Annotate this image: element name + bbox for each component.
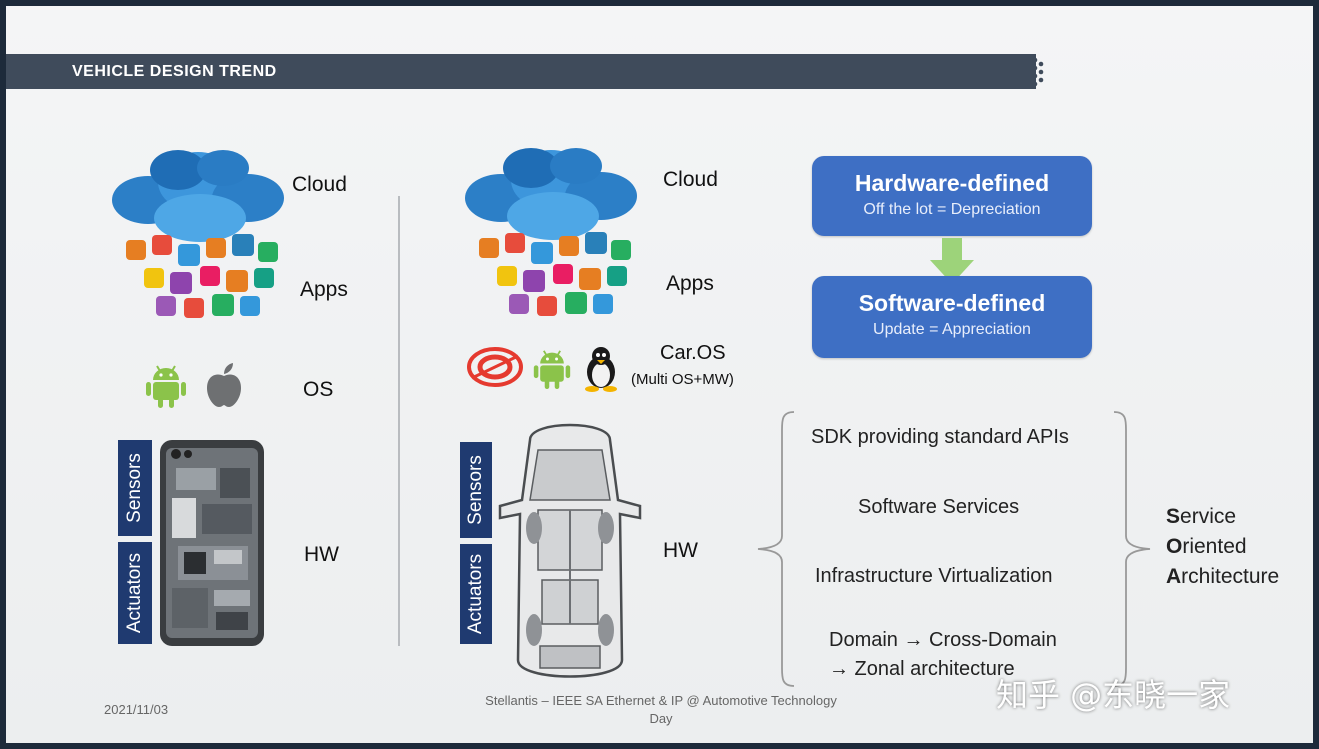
- linux-tux-icon: [585, 347, 617, 392]
- footer-event: Stellantis – IEEE SA Ethernet & IP @ Aut…: [446, 692, 876, 728]
- right-actuators-label: Actuators: [465, 553, 487, 635]
- hardware-defined-subtitle: Off the lot = Depreciation: [863, 201, 1041, 218]
- phone-circuit-image: [160, 440, 264, 646]
- layer-infrastructure-virtualization: Infrastructure Virtualization: [815, 565, 1053, 587]
- cloud-icon: [112, 150, 284, 242]
- title-bar: VEHICLE DESIGN TREND: [6, 54, 1036, 89]
- zhihu-watermark: 知乎 @东晓一家: [996, 676, 1231, 714]
- soa-o-letter: O: [1166, 535, 1183, 558]
- layer-domain-cross-domain: Domain → Cross-Domain: [829, 629, 1057, 651]
- caros-label: Car.OS: [660, 342, 726, 364]
- right-sensors-box: Sensors: [460, 442, 492, 538]
- software-defined-subtitle: Update = Appreciation: [873, 321, 1031, 338]
- app-icons: [126, 234, 278, 318]
- software-defined-box: Software-defined Update = Appreciation: [812, 276, 1092, 358]
- left-cloud-label: Cloud: [292, 173, 347, 196]
- right-brace-icon: [1113, 411, 1151, 687]
- soa-architecture: rchitecture: [1181, 565, 1280, 588]
- app-icons: [479, 232, 631, 316]
- layer-zonal-architecture: → Zonal architecture: [829, 658, 1015, 680]
- right-cloud-label: Cloud: [663, 168, 718, 191]
- software-defined-title: Software-defined: [858, 290, 1046, 316]
- slide: VEHICLE DESIGN TREND: [6, 6, 1313, 743]
- left-sensors-box: Sensors: [118, 440, 152, 536]
- footer-event-line2: Day: [649, 711, 673, 726]
- soa-a-letter: A: [1166, 565, 1182, 588]
- right-actuators-box: Actuators: [460, 544, 492, 644]
- column-divider: [398, 196, 400, 646]
- cloud-apps-illustration: [112, 150, 284, 318]
- caros-sub-label: (Multi OS+MW): [631, 371, 734, 388]
- right-hw-label: HW: [663, 539, 698, 562]
- left-actuators-label: Actuators: [124, 552, 146, 634]
- left-sensors-label: Sensors: [124, 453, 146, 523]
- right-sensors-label: Sensors: [465, 455, 487, 525]
- soa-oriented: riented: [1182, 535, 1247, 558]
- car-xray-image: [498, 423, 642, 678]
- hardware-defined-title: Hardware-defined: [854, 170, 1050, 196]
- footer-date: 2021/11/03: [104, 702, 169, 717]
- layer-software-services: Software Services: [858, 496, 1020, 518]
- slide-title: VEHICLE DESIGN TREND: [72, 63, 277, 80]
- left-apps-label: Apps: [300, 278, 348, 301]
- android-icon-2: [533, 350, 571, 389]
- left-hw-label: HW: [304, 543, 339, 566]
- apple-icon: [207, 363, 241, 407]
- cloud-icon: [465, 148, 637, 240]
- soa-s-letter: S: [1166, 505, 1181, 528]
- soa-service: ervice: [1180, 505, 1237, 528]
- stellantis-os-logo-icon: [467, 347, 523, 387]
- hardware-defined-box: Hardware-defined Off the lot = Depreciat…: [812, 156, 1092, 236]
- down-arrow-icon: [930, 238, 974, 284]
- left-actuators-box: Actuators: [118, 542, 152, 644]
- right-apps-label: Apps: [666, 272, 714, 295]
- android-icon: [146, 365, 186, 408]
- dots-icon: [1032, 57, 1044, 87]
- footer-event-line1: Stellantis – IEEE SA Ethernet & IP @ Aut…: [485, 693, 837, 708]
- cloud-apps-illustration-2: [465, 148, 637, 316]
- layer-sdk-apis: SDK providing standard APIs: [811, 426, 1069, 448]
- soa-label: Service Oriented Architecture: [1166, 502, 1279, 592]
- left-os-label: OS: [303, 378, 334, 401]
- left-brace-icon: [757, 411, 795, 687]
